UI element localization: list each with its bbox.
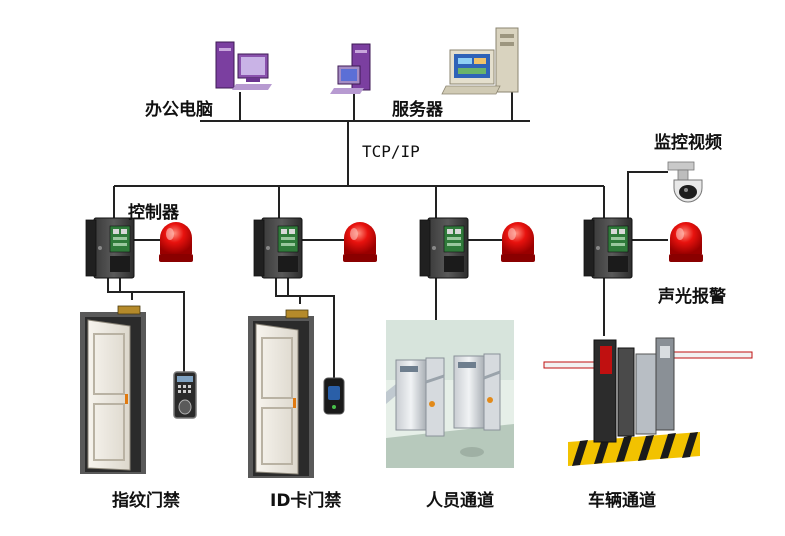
alarm-label: 声光报警 [658, 287, 726, 307]
card-reader-icon [323, 377, 345, 415]
controller-box-icon [253, 217, 303, 279]
barrier-gate-icon [543, 337, 753, 466]
id-card-access-label: ID卡门禁 [270, 491, 342, 511]
alarm-light-icon [343, 222, 377, 262]
alarm-light-icon [669, 222, 703, 262]
controller-box-icon [85, 217, 135, 279]
alarm-light-icon [159, 222, 193, 262]
controller-label: 控制器 [128, 203, 179, 223]
server-tower-icon [441, 27, 519, 95]
pedestrian-channel-label: 人员通道 [426, 491, 494, 511]
alarm-light-icon [501, 222, 535, 262]
vehicle-channel-label: 车辆通道 [588, 491, 656, 511]
fingerprint-reader-icon [173, 371, 197, 419]
server-label: 服务器 [392, 100, 443, 120]
fingerprint-access-label: 指纹门禁 [112, 491, 180, 511]
turnstile-icon [386, 320, 514, 468]
office-pc-label: 办公电脑 [145, 100, 213, 120]
monitoring-label: 监控视频 [654, 133, 722, 153]
door-icon [79, 305, 147, 475]
protocol-label: TCP/IP [362, 142, 420, 161]
controller-box-icon [419, 217, 469, 279]
controller-box-icon [583, 217, 633, 279]
workstation-icon [330, 43, 371, 94]
network-lines [107, 92, 668, 378]
dome-camera-icon [667, 161, 703, 203]
door-icon [247, 309, 315, 479]
desktop-pc-icon [215, 41, 272, 90]
